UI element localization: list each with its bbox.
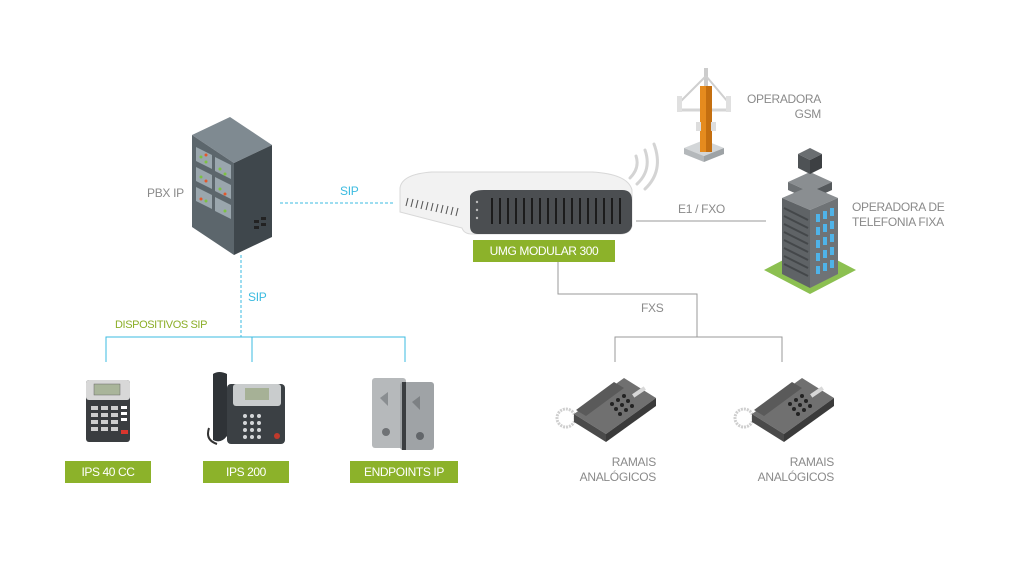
devices-group-label: DISPOSITIVOS SIP: [115, 319, 208, 331]
door-intercom-icon: [372, 378, 434, 450]
ip-keypad-phone-icon: [86, 380, 130, 442]
fixa-label: OPERADORA DE TELEFONIA FIXA: [852, 200, 945, 230]
fxs-label: FXS: [641, 301, 664, 315]
devices-bus-line: [105, 336, 406, 362]
ips40-label-badge: IPS 40 CC: [65, 461, 151, 483]
ramal1-label-line1: RAMAIS: [611, 455, 657, 469]
ramal1-label-line2: ANALÓGICOS: [579, 470, 657, 484]
ramal2-label-line1: RAMAIS: [789, 455, 835, 469]
endpoints-label-badge: ENDPOINTS IP: [350, 461, 458, 483]
sip-label-pbx-umg: SIP: [340, 184, 359, 198]
analog-phone-icon: [555, 378, 656, 442]
umg-label-badge: UMG MODULAR 300: [473, 240, 615, 262]
sip-label-pbx-devices: SIP: [248, 290, 267, 304]
gsm-label: OPERADORA GSM: [745, 92, 821, 122]
ramal2-label-line2: ANALÓGICOS: [757, 470, 835, 484]
gateway-device-icon: [399, 171, 633, 235]
cell-tower-icon: [677, 68, 731, 162]
fxs-bus-line: [614, 336, 783, 362]
gsm-label-line1: OPERADORA: [747, 92, 821, 106]
fixa-label-line1: OPERADORA DE: [852, 200, 945, 214]
fxs-link: [557, 262, 698, 337]
gsm-label-line2: GSM: [794, 107, 822, 121]
pbx-label: PBX IP: [147, 186, 184, 200]
fixa-label-line2: TELEFONIA FIXA: [852, 215, 944, 229]
ip-desk-phone-icon: [207, 372, 285, 445]
office-building-icon: [764, 148, 856, 294]
ramal2-label: RAMAIS ANALÓGICOS: [750, 455, 835, 485]
wireless-signal-icon: [628, 142, 659, 191]
e1-fxo-label: E1 / FXO: [678, 202, 725, 216]
analog-phone-icon: [733, 378, 834, 442]
server-rack-icon: [192, 117, 272, 255]
ips200-label-badge: IPS 200: [203, 461, 289, 483]
ramal1-label: RAMAIS ANALÓGICOS: [572, 455, 657, 485]
